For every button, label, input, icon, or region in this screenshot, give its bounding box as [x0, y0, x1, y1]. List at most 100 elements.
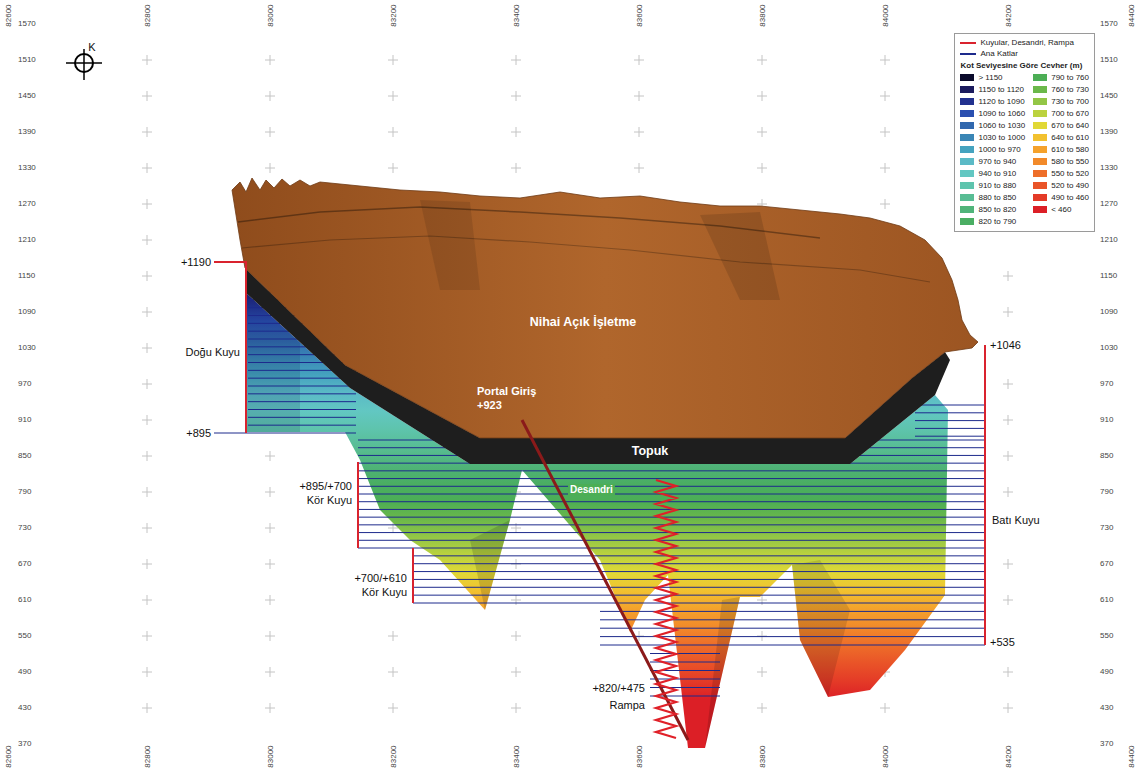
grid-cross — [265, 451, 275, 461]
legend-row: 940 to 910 — [960, 168, 1025, 179]
grid-cross — [880, 127, 890, 137]
grid-cross — [634, 127, 644, 137]
legend-swatch — [1033, 146, 1047, 153]
grid-cross — [142, 235, 152, 245]
level-line — [214, 433, 356, 434]
elevation-label: +1190 — [181, 256, 211, 269]
level-line — [413, 563, 985, 564]
level-line — [248, 409, 356, 410]
grid-cross — [1003, 415, 1013, 425]
elevation-axis-label: 1510 — [1100, 55, 1118, 64]
grid-cross — [142, 415, 152, 425]
legend-row: 1150 to 1120 — [960, 84, 1025, 95]
legend-text: 610 to 580 — [1051, 144, 1089, 155]
legend-text: 490 to 460 — [1051, 192, 1089, 203]
elevation-label: +923 — [477, 399, 502, 412]
grid-cross — [142, 523, 152, 533]
elevation-axis-label: 370 — [18, 739, 31, 748]
grid-cross — [388, 703, 398, 713]
north-letter: K — [88, 41, 95, 54]
grid-cross — [142, 343, 152, 353]
legend-swatch — [960, 134, 974, 141]
easting-label: 84200 — [1003, 5, 1012, 27]
grid-cross — [265, 55, 275, 65]
legend-text: > 1150 — [978, 72, 1002, 83]
legend-row: 880 to 850 — [960, 192, 1025, 203]
level-line — [248, 417, 356, 418]
elevation-axis-label: 1090 — [18, 307, 36, 316]
grid-cross — [634, 163, 644, 173]
elevation-axis-label: 430 — [1100, 703, 1113, 712]
grid-cross — [142, 595, 152, 605]
legend-text: 640 to 610 — [1051, 132, 1089, 143]
easting-label: 83000 — [265, 746, 274, 768]
elevation-axis-label: 1210 — [18, 235, 36, 244]
grid-cross — [757, 163, 767, 173]
elevation-axis-label: 1390 — [1100, 127, 1118, 136]
elevation-axis-label: 370 — [1100, 739, 1113, 748]
level-line — [248, 393, 356, 394]
elevation-axis-label: 910 — [18, 415, 31, 424]
elevation-label: +895 — [186, 427, 211, 440]
ramp-line — [656, 480, 676, 738]
legend-text: 820 to 790 — [978, 216, 1016, 227]
legend-text: 970 to 940 — [978, 156, 1016, 167]
easting-label: 82800 — [142, 5, 151, 27]
grid-cross — [265, 667, 275, 677]
grid-cross — [757, 703, 767, 713]
grid-cross — [880, 91, 890, 101]
level-line — [915, 420, 985, 421]
grid-cross — [511, 163, 521, 173]
grid-cross — [388, 55, 398, 65]
elevation-axis-label: 1510 — [18, 55, 36, 64]
grid-cross — [265, 595, 275, 605]
legend-grid: > 11501150 to 11201120 to 10901090 to 10… — [960, 72, 1089, 227]
level-line — [915, 412, 985, 413]
elevation-axis-label: 550 — [1100, 631, 1113, 640]
level-line — [358, 540, 985, 541]
legend-row: 1030 to 1000 — [960, 132, 1025, 143]
legend-text: Ana Katlar — [980, 48, 1017, 59]
legend-line — [960, 42, 976, 44]
legend-row: 1090 to 1060 — [960, 108, 1025, 119]
legend-swatch — [960, 146, 974, 153]
level-line — [650, 679, 720, 680]
shaft-label: Kör Kuyu — [362, 586, 407, 599]
legend-text: 1000 to 970 — [978, 144, 1020, 155]
grid-cross — [388, 91, 398, 101]
elevation-axis-label: 1090 — [1100, 307, 1118, 316]
elevation-axis-label: 790 — [1100, 487, 1113, 496]
legend-swatch — [1033, 170, 1047, 177]
grid-cross — [757, 127, 767, 137]
grid-cross — [388, 163, 398, 173]
legend-swatch — [960, 206, 974, 213]
elevation-axis-label: 1570 — [1100, 19, 1118, 28]
level-line — [600, 619, 985, 620]
grid-cross — [757, 91, 767, 101]
grid-cross — [511, 631, 521, 641]
easting-label: 82600 — [3, 746, 12, 768]
legend-row: 610 to 580 — [1033, 144, 1089, 155]
portal-label: Portal Giriş — [477, 385, 536, 398]
easting-label: 84000 — [880, 5, 889, 27]
grid-cross — [142, 55, 152, 65]
grid-cross — [142, 127, 152, 137]
legend-row: 790 to 760 — [1033, 72, 1089, 83]
level-line — [650, 653, 720, 654]
blind-shaft — [412, 548, 414, 603]
grid-cross — [265, 127, 275, 137]
shaft-label: Kör Kuyu — [307, 494, 352, 507]
easting-label: 82600 — [3, 5, 12, 27]
grid-cross — [142, 199, 152, 209]
grid-cross — [388, 667, 398, 677]
level-line — [413, 603, 985, 604]
legend-row: 580 to 550 — [1033, 156, 1089, 167]
elevation-axis-label: 1330 — [1100, 163, 1118, 172]
shaft-label: Batı Kuyu — [992, 514, 1040, 527]
level-line — [358, 470, 985, 471]
legend-text: 1090 to 1060 — [978, 108, 1025, 119]
legend-row: 1060 to 1030 — [960, 120, 1025, 131]
grid-cross — [1003, 379, 1013, 389]
legend-swatch — [1033, 122, 1047, 129]
elevation-axis-label: 1030 — [1100, 343, 1118, 352]
